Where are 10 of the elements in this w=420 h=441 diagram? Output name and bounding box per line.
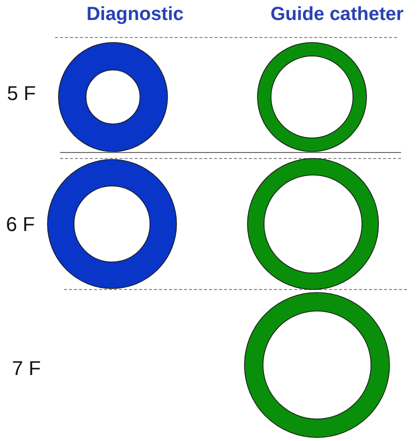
catheter-cross-section [58, 42, 168, 152]
column-header: Guide catheter [270, 5, 404, 24]
size-label: 6 F [6, 215, 35, 235]
catheter-cross-section [247, 158, 379, 290]
size-label: 7 F [12, 359, 41, 379]
catheter-cross-section [257, 42, 367, 152]
catheter-cross-section [47, 159, 177, 289]
column-header: Diagnostic [86, 5, 184, 24]
catheter-cross-section [244, 292, 390, 438]
size-label: 5 F [7, 84, 36, 104]
